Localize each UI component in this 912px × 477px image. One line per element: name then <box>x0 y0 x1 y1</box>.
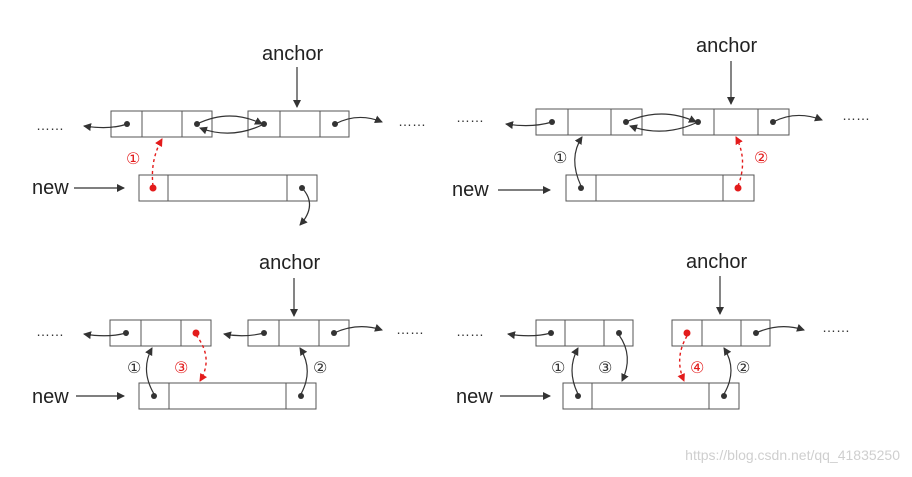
anchor-label: anchor <box>259 252 320 274</box>
panel-2: anchor …… …… new ① <box>452 35 870 202</box>
list-node-prev <box>535 108 643 136</box>
list-node-prev <box>535 319 634 347</box>
new-node <box>562 382 740 410</box>
step-3-marker: ③ <box>598 358 612 377</box>
step-2-link-arrow <box>735 136 744 187</box>
new-node <box>138 382 317 410</box>
step-4-marker: ④ <box>690 358 704 377</box>
ellipsis-right: …… <box>398 113 426 129</box>
panel-1: anchor …… …… new ① <box>32 43 426 226</box>
anchor-label: anchor <box>696 35 757 57</box>
step-1-link-arrow <box>574 136 583 187</box>
new-node <box>138 174 318 202</box>
step-1-link-arrow <box>151 138 163 187</box>
panel-3: anchor …… …… new ① ③ <box>32 252 424 410</box>
ellipsis-left: …… <box>36 323 64 339</box>
list-node-anchor <box>247 110 350 138</box>
step-2-marker: ② <box>736 358 750 377</box>
new-label: new <box>452 179 489 201</box>
ellipsis-left: …… <box>36 117 64 133</box>
step-2-marker: ② <box>313 358 327 377</box>
step-1-marker: ① <box>126 149 140 168</box>
step-3-link-arrow <box>195 334 208 382</box>
new-label: new <box>32 177 69 199</box>
step-2-link-arrow <box>723 347 732 395</box>
anchor-label: anchor <box>686 251 747 273</box>
ellipsis-right: …… <box>842 107 870 123</box>
list-node-prev <box>109 319 212 347</box>
watermark: https://blog.csdn.net/qq_41835250 <box>685 447 900 463</box>
step-2-marker: ② <box>754 148 768 167</box>
list-node-anchor <box>247 319 350 347</box>
step-3-marker: ③ <box>174 358 188 377</box>
new-node <box>565 174 755 202</box>
list-node-prev <box>110 110 213 138</box>
ellipsis-right: …… <box>396 321 424 337</box>
step-2-link-arrow <box>299 347 308 395</box>
list-node-anchor <box>671 319 771 347</box>
step-1-link-arrow <box>571 347 579 395</box>
list-node-anchor <box>682 108 790 136</box>
ellipsis-left: …… <box>456 109 484 125</box>
step-1-link-arrow <box>145 347 155 395</box>
ellipsis-right: …… <box>822 319 850 335</box>
ellipsis-left: …… <box>456 323 484 339</box>
step-1-marker: ① <box>551 358 565 377</box>
step-1-marker: ① <box>127 358 141 377</box>
panel-4: anchor …… …… new ① ③ <box>456 251 850 410</box>
new-label: new <box>456 386 493 408</box>
anchor-label: anchor <box>262 43 323 65</box>
step-1-marker: ① <box>553 148 567 167</box>
step-3-link-arrow <box>618 334 629 382</box>
new-label: new <box>32 386 69 408</box>
step-4-link-arrow <box>677 335 688 382</box>
